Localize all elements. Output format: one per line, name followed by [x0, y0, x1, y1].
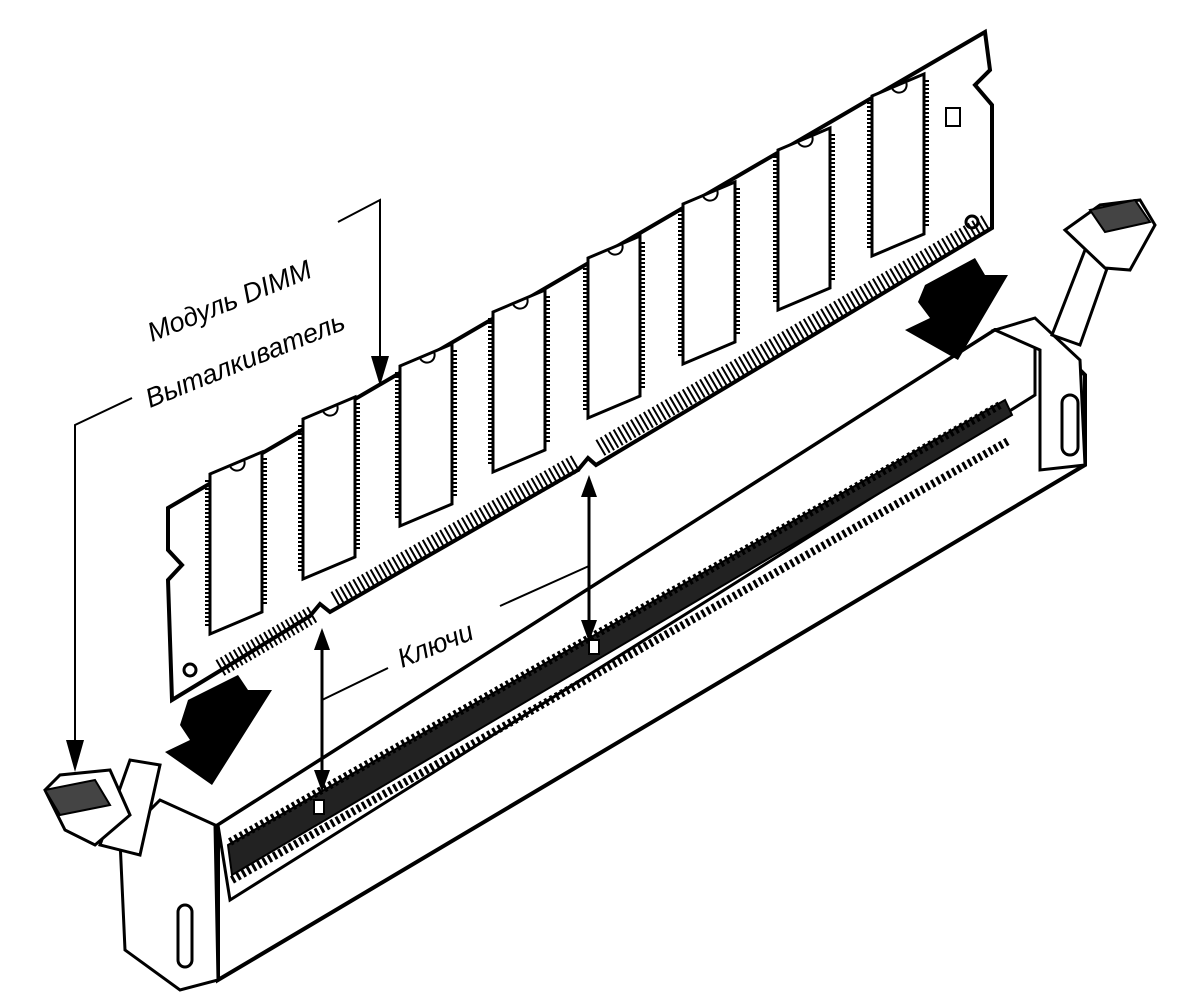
ejector-left[interactable] — [43, 758, 162, 857]
socket-left-end — [118, 798, 220, 992]
memory-chip-2 — [301, 397, 357, 579]
memory-chip-8 — [870, 74, 926, 256]
key-arrow-left-icon — [314, 628, 330, 792]
memory-chip-1 — [208, 452, 264, 634]
socket-key-left — [313, 799, 325, 815]
key-arrow-right-icon — [581, 475, 597, 642]
socket-pin-row-lower — [230, 436, 1012, 884]
ejector-left-grip — [43, 778, 112, 817]
leader-dimm — [337, 198, 381, 378]
memory-chip-5 — [586, 236, 642, 418]
memory-chip-7 — [776, 128, 832, 310]
dimm-contacts-left — [215, 605, 320, 676]
insert-arrow-left-icon — [165, 675, 272, 785]
memory-chip-3 — [398, 344, 454, 526]
socket-key-right — [588, 639, 600, 655]
leader-ejector — [74, 397, 133, 760]
pcb-hole-left — [182, 662, 198, 678]
insert-arrow-right-icon — [905, 258, 1008, 360]
leader-keys-right — [499, 565, 590, 607]
ejector-right[interactable] — [1050, 198, 1157, 347]
memory-chip-6 — [681, 182, 737, 364]
leader-keys-left — [321, 667, 389, 701]
dimm-module — [165, 28, 994, 704]
socket-slot — [226, 398, 1014, 877]
ejector-right-grip — [1088, 198, 1152, 234]
dimm-contacts-middle — [330, 454, 583, 608]
dimm-socket — [216, 316, 1087, 984]
memory-chip-4 — [491, 290, 547, 472]
label-keys: Ключи — [393, 616, 478, 673]
